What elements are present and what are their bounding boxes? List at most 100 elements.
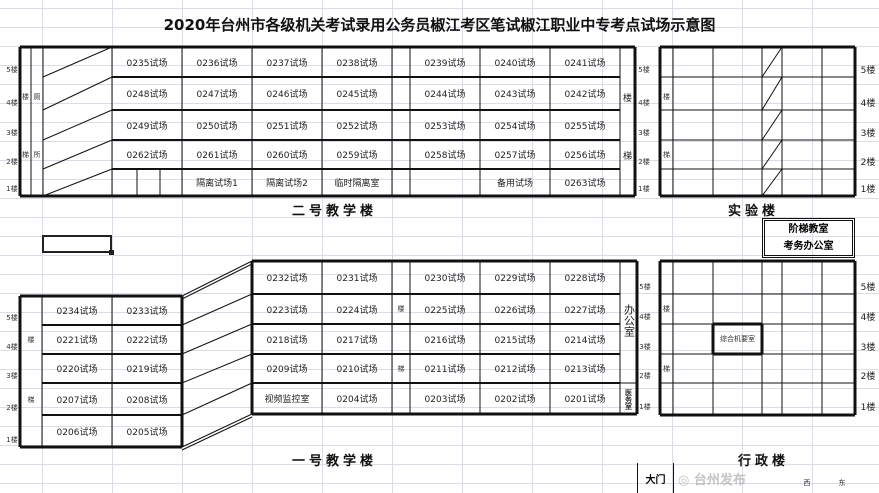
- fill-handle[interactable]: [109, 250, 114, 255]
- annex-box: 阶梯教室 考务办公室: [762, 218, 855, 258]
- corridor-line: [181, 382, 253, 416]
- exam-room: 0202试场: [494, 395, 536, 405]
- stair-diagonal: [761, 109, 783, 141]
- admin-floor-label: 3楼: [860, 343, 876, 353]
- building1-left-floor-label: 3楼: [6, 371, 18, 380]
- toilet-label: 厕: [33, 93, 41, 101]
- watermark-text: 台州发布: [693, 473, 746, 488]
- building2-right-floor-label: 2楼: [638, 157, 650, 166]
- watermark-logo: ◎ 台州发布: [678, 473, 746, 489]
- stair-label: 梯: [27, 396, 35, 404]
- exam-room: 0217试场: [336, 335, 378, 346]
- lab-name: 实验楼: [728, 204, 780, 219]
- stair-label: 楼: [663, 93, 670, 101]
- exam-room: 0247试场: [196, 90, 238, 100]
- exam-room: 0230试场: [424, 274, 466, 284]
- corridor-line: [181, 293, 253, 326]
- exam-room: 0201试场: [564, 395, 606, 405]
- stair-diagonal: [42, 46, 113, 78]
- exam-room: 0238试场: [336, 58, 378, 69]
- admin-floor-label: 5楼: [860, 283, 876, 293]
- building1-name: 一号教学楼: [292, 454, 378, 469]
- exam-room: 0243试场: [494, 90, 536, 100]
- exam-room: 0259试场: [336, 151, 378, 161]
- stair-diagonal: [42, 139, 113, 170]
- exam-room: 0206试场: [56, 427, 98, 438]
- corridor-line: [181, 416, 253, 451]
- stair-label: 楼: [663, 305, 670, 313]
- lab-floor-label: 4楼: [860, 99, 876, 109]
- exam-room: 视频监控室: [264, 395, 310, 405]
- building2-right-floor-label: 3楼: [638, 128, 650, 137]
- building1-right-floor-label: 3楼: [639, 342, 651, 351]
- exam-room: 0262试场: [126, 151, 168, 161]
- corridor-line: [181, 323, 253, 355]
- stair-diagonal: [42, 168, 113, 197]
- exam-room: 0234试场: [56, 307, 98, 317]
- exam-room: 0221试场: [56, 336, 98, 346]
- exam-room: 0232试场: [266, 274, 308, 284]
- exam-room: 0242试场: [564, 90, 606, 100]
- exam-room: 0223试场: [266, 305, 308, 316]
- exam-room: 0215试场: [494, 335, 536, 346]
- lab-floor-label: 5楼: [860, 66, 876, 76]
- annex-line-1: 阶梯教室: [788, 224, 829, 235]
- exam-room: 0222试场: [126, 336, 168, 346]
- exam-room: 0245试场: [336, 90, 378, 100]
- building1-right-floor-label: 4楼: [639, 312, 651, 321]
- stair-diagonal: [761, 46, 783, 78]
- admin-floor-label: 2楼: [860, 372, 876, 382]
- exam-room: 0250试场: [196, 121, 238, 132]
- exam-room: 0256试场: [564, 151, 606, 161]
- exam-room: 0216试场: [424, 335, 466, 346]
- building2-right-floor-label: 1楼: [638, 184, 650, 193]
- stair-diagonal: [761, 139, 783, 170]
- building1-right-floor-label: 2楼: [639, 371, 651, 380]
- toilet-label: 所: [33, 151, 41, 159]
- building2-right-floor-label: 5楼: [638, 65, 650, 74]
- exam-room: 0211试场: [424, 365, 466, 375]
- exam-room: 0205试场: [126, 427, 168, 438]
- building1-left-floor-label: 4楼: [6, 342, 18, 351]
- exam-room: 0240试场: [494, 58, 536, 69]
- stair-label: 楼: [622, 93, 632, 104]
- exam-room: 0241试场: [564, 58, 606, 69]
- exam-room: 0258试场: [424, 151, 466, 161]
- exam-room: 0237试场: [266, 58, 308, 69]
- exam-room: 0236试场: [196, 58, 238, 69]
- building1-left-floor-label: 1楼: [6, 435, 18, 444]
- selected-cell[interactable]: [42, 235, 112, 253]
- page-title: 2020年台州市各级机关考试录用公务员椒江考区笔试椒江职业中专考点试场示意图: [163, 16, 716, 34]
- stair-diagonal: [761, 76, 783, 111]
- stair-label: 梯: [397, 365, 405, 373]
- lab-floor-label: 2楼: [860, 158, 876, 168]
- exam-room: 0220试场: [56, 365, 98, 375]
- building1-right-floor-label: 1楼: [639, 402, 651, 411]
- exam-room: 0229试场: [494, 274, 536, 284]
- exam-room: 隔离试场2: [266, 179, 308, 189]
- admin-name: 行政楼: [738, 454, 790, 469]
- stair-label: 梯: [663, 151, 670, 159]
- exam-room: 0207试场: [56, 395, 98, 406]
- exam-room: 0204试场: [336, 395, 378, 405]
- building2-floor-label: 4楼: [6, 98, 18, 107]
- exam-room: 0251试场: [266, 121, 308, 132]
- stair-label: 梯: [663, 365, 670, 373]
- stair-label: 楼: [397, 305, 405, 313]
- stair-diagonal: [42, 76, 113, 111]
- exam-room: 0252试场: [336, 121, 378, 132]
- building2-floor-label: 1楼: [6, 184, 18, 193]
- exam-room: 0255试场: [564, 121, 606, 132]
- stair-diagonal: [42, 109, 113, 141]
- annex-line-2: 考务办公室: [783, 241, 834, 252]
- exam-room: 0261试场: [196, 151, 238, 161]
- exam-room: 0210试场: [336, 365, 378, 375]
- clinic-label: 医务室: [624, 388, 633, 410]
- building1-left-floor-label: 2楼: [6, 403, 18, 412]
- exam-room: 0227试场: [564, 305, 606, 316]
- exam-room: 0249试场: [126, 121, 168, 132]
- watermark-icon: ◎: [678, 473, 694, 488]
- corridor-line: [181, 413, 253, 448]
